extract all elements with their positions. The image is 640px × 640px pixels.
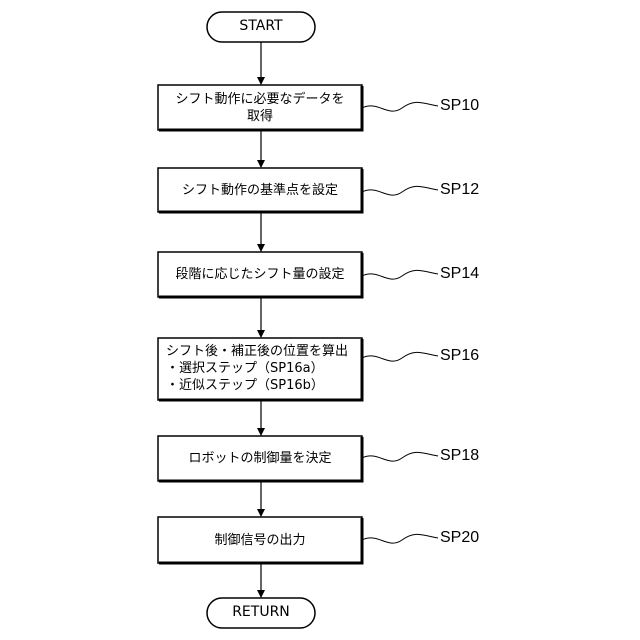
step-text-sp14: 段階に応じたシフト量の設定 xyxy=(160,266,360,283)
step-ref-sp18: SP18 xyxy=(440,447,479,465)
step-text-line: ロボットの制御量を決定 xyxy=(160,450,360,467)
leader-sp16 xyxy=(362,352,438,361)
step-text-line: シフト動作に必要なデータを xyxy=(160,91,360,108)
step-ref-sp20: SP20 xyxy=(440,529,479,547)
return-label: RETURN xyxy=(207,604,315,621)
step-ref-sp12: SP12 xyxy=(440,181,479,199)
leader-sp10 xyxy=(362,102,438,111)
leader-sp12 xyxy=(362,186,438,195)
step-text-sp20: 制御信号の出力 xyxy=(160,532,360,549)
step-text-line: 制御信号の出力 xyxy=(160,532,360,549)
leader-sp20 xyxy=(362,534,438,543)
step-ref-sp16: SP16 xyxy=(440,347,479,365)
step-text-line: 取得 xyxy=(160,108,360,125)
step-text-line: ・近似ステップ（SP16b） xyxy=(166,377,366,394)
start-label: START xyxy=(207,18,315,35)
step-ref-sp14: SP14 xyxy=(440,265,479,283)
step-text-line: 段階に応じたシフト量の設定 xyxy=(160,266,360,283)
step-text-sp10: シフト動作に必要なデータを 取得 xyxy=(160,91,360,125)
step-text-sp16: シフト後・補正後の位置を算出 ・選択ステップ（SP16a） ・近似ステップ（SP… xyxy=(166,343,366,394)
step-text-line: シフト後・補正後の位置を算出 xyxy=(166,343,366,360)
leader-sp14 xyxy=(362,270,438,279)
step-text-sp18: ロボットの制御量を決定 xyxy=(160,450,360,467)
step-ref-sp10: SP10 xyxy=(440,97,479,115)
step-text-line: ・選択ステップ（SP16a） xyxy=(166,360,366,377)
leader-sp18 xyxy=(362,452,438,461)
step-text-line: シフト動作の基準点を設定 xyxy=(160,182,360,199)
step-text-sp12: シフト動作の基準点を設定 xyxy=(160,182,360,199)
